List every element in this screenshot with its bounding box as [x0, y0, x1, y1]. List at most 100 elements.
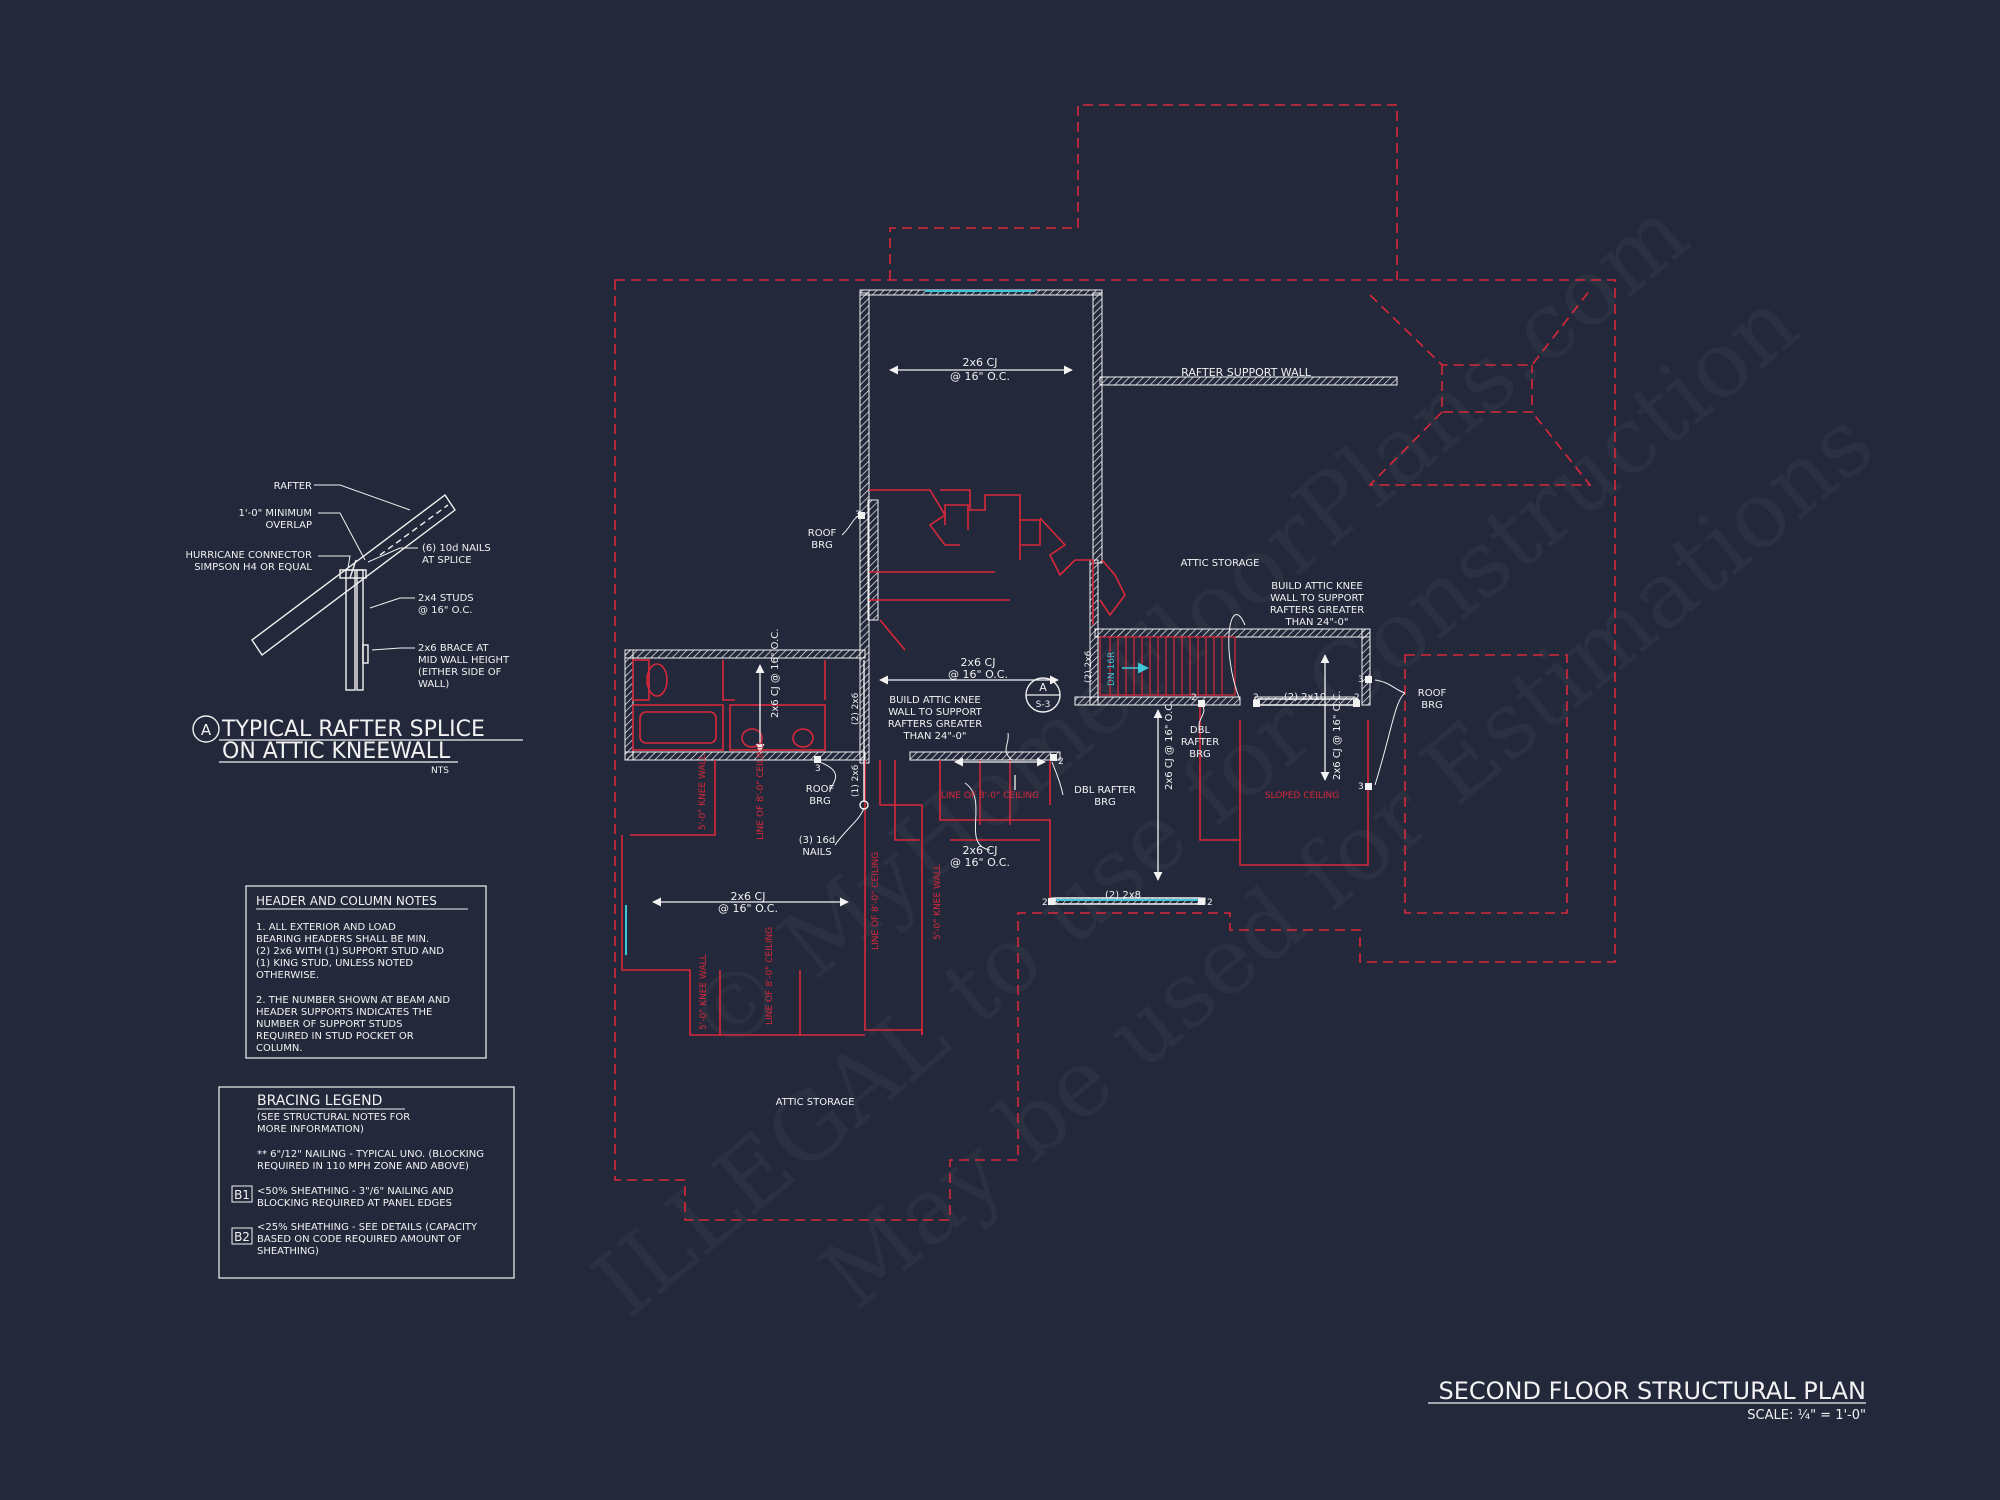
- dbl-brg-1: DBL: [1190, 725, 1211, 736]
- window-openings: [625, 290, 1200, 955]
- line-ceiling-4: LINE OF 8'-0" CEILING: [765, 927, 775, 1025]
- sheet-title-scale: SCALE: ¼" = 1'-0": [1747, 1408, 1866, 1423]
- sheet-title-main: SECOND FLOOR STRUCTURAL PLAN: [1438, 1377, 1866, 1405]
- legend-b2-tag: B2: [234, 1230, 250, 1244]
- knee-right-4: THAN 24"-0": [1284, 617, 1348, 628]
- beam-2x8-label: (2) 2x8: [1105, 890, 1141, 901]
- roof-brg-3a: ROOF: [1418, 688, 1447, 699]
- dbl-rafter-1: DBL RAFTER: [1074, 785, 1136, 796]
- detail-studs-1: 2x4 STUDS: [418, 593, 474, 604]
- attic-storage-bottom-label: ATTIC STORAGE: [776, 1097, 855, 1108]
- dbl-brg-3: BRG: [1189, 749, 1211, 760]
- cj-left-label-1: 2x6 CJ: [731, 890, 766, 903]
- line-ceiling-1: LINE OF 8'-0" CEILING: [941, 791, 1039, 801]
- detail-hurricane-2: SIMPSON H4 OR EQUAL: [194, 562, 312, 573]
- stud-posts: [814, 512, 1372, 905]
- sheet-title: SECOND FLOOR STRUCTURAL PLAN SCALE: ¼" =…: [1428, 1377, 1866, 1423]
- stud-count-d: 2: [1042, 898, 1048, 908]
- cj-mid-label-1: 2x6 CJ: [961, 656, 996, 669]
- notes-line-6: 2. THE NUMBER SHOWN AT BEAM AND: [256, 995, 450, 1006]
- nails-2: NAILS: [802, 847, 831, 858]
- knee-left-1: BUILD ATTIC KNEE: [889, 695, 980, 706]
- interior-walls: [621, 489, 1369, 1036]
- notes-line-10: COLUMN.: [256, 1043, 303, 1054]
- legend-b2-3: SHEATHING): [257, 1246, 319, 1257]
- notes-line-7: HEADER SUPPORTS INDICATES THE: [256, 1007, 432, 1018]
- stud-count-i: 3: [1358, 675, 1364, 685]
- notes-line-4: OTHERWISE.: [256, 970, 319, 981]
- roof-brg-2b: BRG: [809, 796, 831, 807]
- column-marker: [859, 800, 869, 810]
- post-2x6-c: (2) 2x6: [1084, 650, 1094, 683]
- line-ceiling-2: LINE OF 8'-0" CEILING: [756, 742, 766, 840]
- stud-count-c: 2: [1058, 757, 1064, 767]
- bath-fixtures: [632, 659, 826, 751]
- legend-b2-2: BASED ON CODE REQUIRED AMOUNT OF: [257, 1234, 462, 1245]
- cj-left-label-2: @ 16" O.C.: [718, 902, 778, 915]
- stairs: [1099, 636, 1236, 696]
- notes-line-0: 1. ALL EXTERIOR AND LOAD: [256, 922, 396, 933]
- stud-count-f: 2: [1191, 693, 1197, 703]
- knee-left-2: WALL TO SUPPORT: [888, 707, 982, 718]
- stud-count-e: 2: [1207, 898, 1213, 908]
- post-2x6-b: (1) 2x6: [851, 764, 861, 797]
- watermark: © MyHomeFloorPlans.com ILLEGAL to use fo…: [573, 179, 1893, 1338]
- legend-item0-2: REQUIRED IN 110 MPH ZONE AND ABOVE): [257, 1161, 469, 1172]
- joist-arrows: [652, 365, 1330, 907]
- stud-count-b: 3: [815, 764, 821, 774]
- post-2x6-a: (2) 2x6: [851, 692, 861, 725]
- cj-low-label-1: 2x6 CJ: [963, 844, 998, 857]
- knee-wall-2: 5'-0" KNEE WALL: [933, 864, 943, 940]
- leaders: [813, 515, 1406, 851]
- detail-hurricane-1: HURRICANE CONNECTOR: [185, 550, 312, 561]
- knee-right-3: RAFTERS GREATER: [1270, 605, 1364, 616]
- detail-rafter-label: RAFTER: [274, 481, 312, 492]
- detail-nails-2: AT SPLICE: [422, 555, 472, 566]
- legend-sub-1: (SEE STRUCTURAL NOTES FOR: [257, 1112, 410, 1123]
- cj-top-label-2: @ 16" O.C.: [950, 370, 1010, 383]
- rafter-splice-detail: RAFTER 1'-0" MINIMUM OVERLAP HURRICANE C…: [185, 481, 523, 776]
- bracing-legend: BRACING LEGEND (SEE STRUCTURAL NOTES FOR…: [218, 1086, 515, 1279]
- knee-left-3: RAFTERS GREATER: [888, 719, 982, 730]
- roof-brg-1a: ROOF: [808, 528, 837, 539]
- legend-heading: BRACING LEGEND: [257, 1093, 382, 1109]
- cj-vert-center-label: 2x6 CJ @ 16" O.C.: [1164, 701, 1175, 790]
- legend-b1-tag: B1: [234, 1188, 250, 1202]
- roof-outline: [614, 104, 1616, 1221]
- stud-count-h: 2: [1354, 693, 1360, 703]
- detail-nails-1: (6) 10d NAILS: [422, 543, 491, 554]
- knee-right-2: WALL TO SUPPORT: [1270, 593, 1364, 604]
- legend-b1-1: <50% SHEATHING - 3"/6" NAILING AND: [257, 1186, 454, 1197]
- detail-nts: NTS: [431, 766, 449, 776]
- stud-count-a: 3: [855, 510, 861, 520]
- cj-top-label-1: 2x6 CJ: [963, 356, 998, 369]
- notes-line-9: REQUIRED IN STUD POCKET OR: [256, 1031, 414, 1042]
- legend-sub-2: MORE INFORMATION): [257, 1124, 364, 1135]
- knee-left-4: THAN 24"-0": [902, 731, 966, 742]
- detail-brace-4: WALL): [418, 679, 449, 690]
- walls: [624, 289, 1398, 905]
- dbl-rafter-2: BRG: [1094, 797, 1116, 808]
- legend-item0-1: ** 6"/12" NAILING - TYPICAL UNO. (BLOCKI…: [257, 1149, 484, 1160]
- detail-tag: A: [201, 721, 212, 739]
- detail-brace-1: 2x6 BRACE AT: [418, 643, 489, 654]
- knee-wall-1: 5'-0" KNEE WALL: [698, 754, 708, 830]
- notes-line-1: BEARING HEADERS SHALL BE MIN.: [256, 934, 429, 945]
- roof-brg-1b: BRG: [811, 540, 833, 551]
- detail-title-2: ON ATTIC KNEEWALL: [222, 739, 451, 764]
- section-tag-top: A: [1039, 681, 1047, 694]
- sloped-ceiling-label: SLOPED CEILING: [1265, 791, 1339, 801]
- plan-labels: RAFTER SUPPORT WALL ATTIC STORAGE ATTIC …: [718, 356, 1446, 1108]
- knee-right-1: BUILD ATTIC KNEE: [1271, 581, 1362, 592]
- nails-1: (3) 16d: [799, 835, 835, 846]
- legend-b1-2: BLOCKING REQUIRED AT PANEL EDGES: [257, 1198, 452, 1209]
- detail-brace-3: (EITHER SIDE OF: [418, 667, 502, 678]
- closets: [979, 760, 1011, 825]
- stud-count-g: 2: [1253, 693, 1259, 703]
- knee-wall-3: 5'-0" KNEE WALL: [699, 954, 709, 1030]
- legend-b2-1: <25% SHEATHING - SEE DETAILS (CAPACITY: [257, 1222, 478, 1233]
- beam-2x10-label: (2) 2x10: [1284, 692, 1326, 703]
- section-callout: A S-3: [1025, 677, 1061, 713]
